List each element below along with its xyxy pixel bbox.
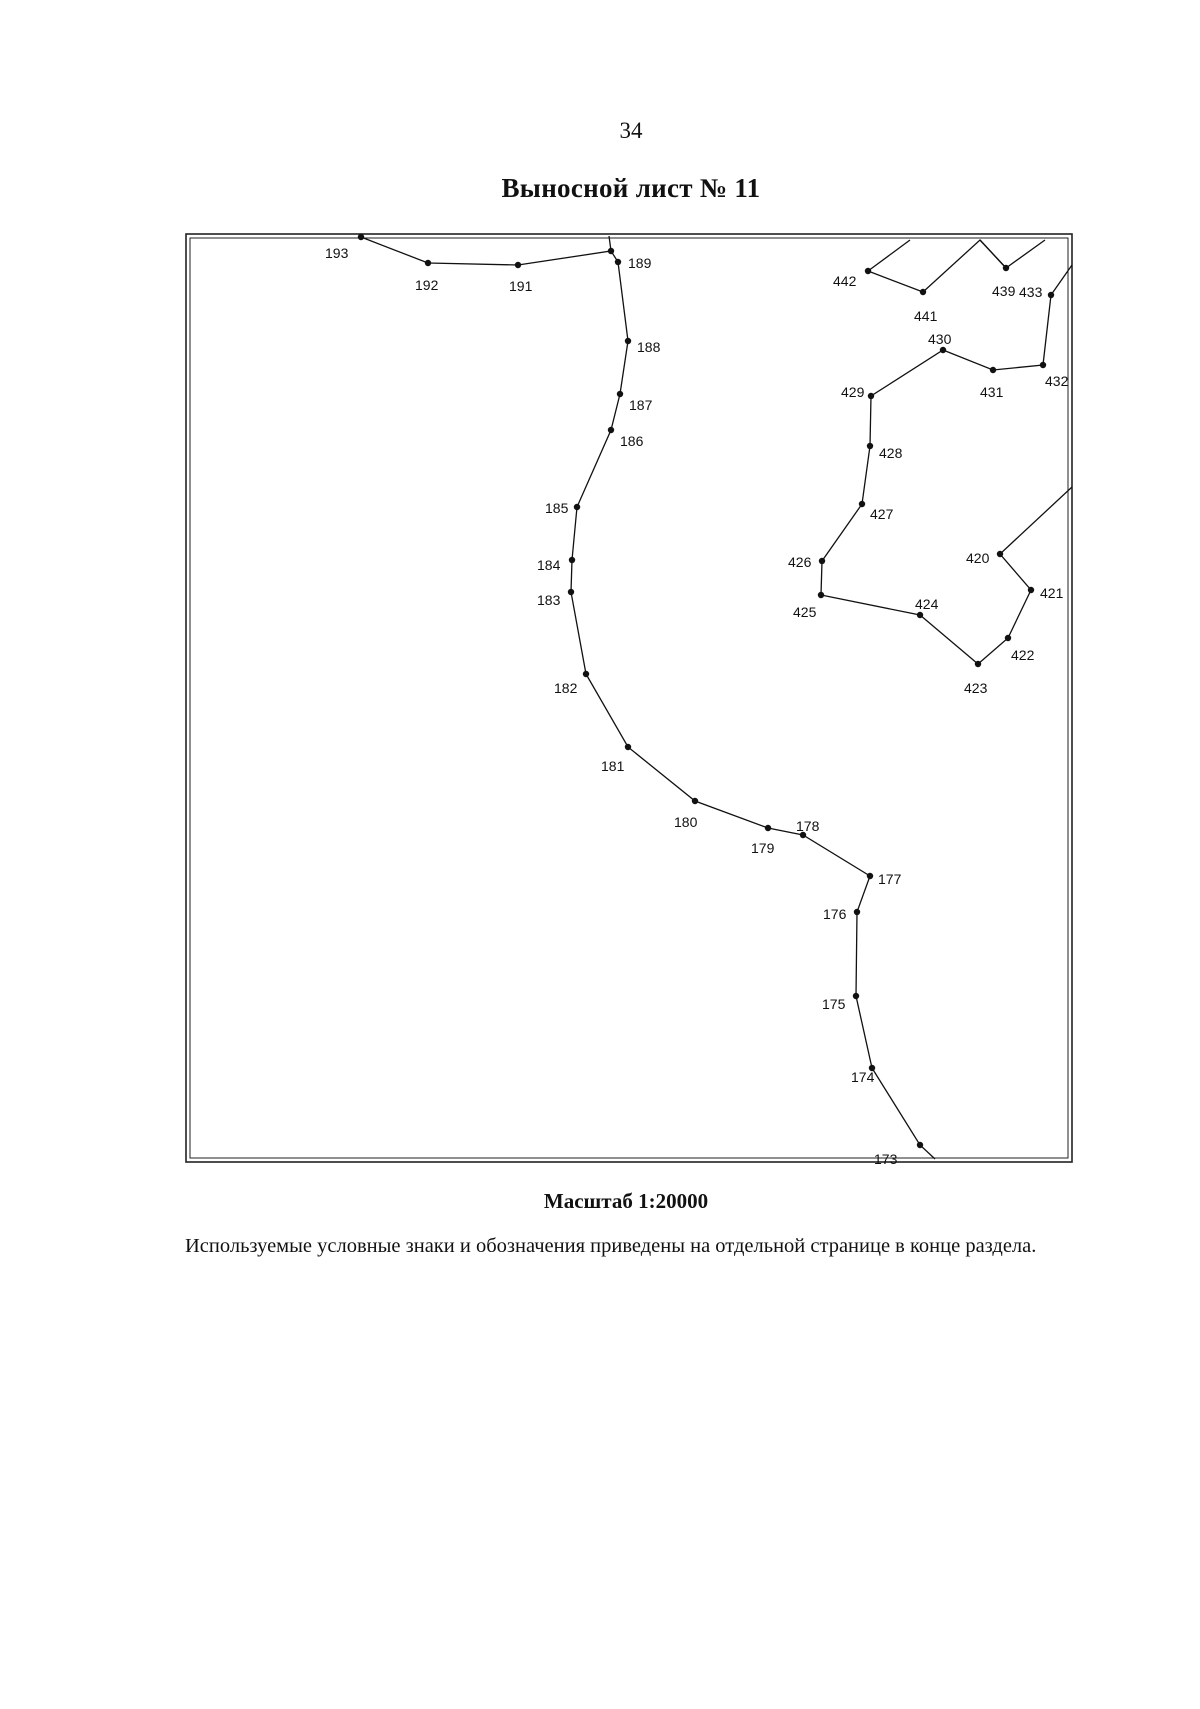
- point-marker-421: [1027, 586, 1035, 594]
- point-marker-431: [989, 366, 997, 374]
- point-label-173: 173: [874, 1151, 898, 1167]
- point-label-186: 186: [620, 433, 644, 449]
- point-marker-430: [939, 346, 947, 354]
- point-marker-193: [357, 233, 365, 241]
- boundary-line-5: [979, 239, 1007, 269]
- point-label-181: 181: [601, 758, 625, 774]
- point-label-189: 189: [628, 255, 652, 271]
- map-frame-inner: [189, 237, 1069, 1159]
- point-marker-428: [866, 442, 874, 450]
- point-label-439: 439: [992, 283, 1016, 299]
- point-marker-183: [567, 588, 575, 596]
- point-marker-173: [916, 1141, 924, 1149]
- point-marker-426: [818, 557, 826, 565]
- point-label-179: 179: [751, 840, 775, 856]
- point-marker-429: [867, 392, 875, 400]
- point-label-433: 433: [1019, 284, 1043, 300]
- boundary-points: [357, 233, 1055, 1149]
- point-label-421: 421: [1040, 585, 1064, 601]
- boundary-line-2: [820, 264, 1073, 665]
- point-marker-175: [852, 992, 860, 1000]
- point-label-427: 427: [870, 506, 894, 522]
- point-marker-176: [853, 908, 861, 916]
- point-marker-181: [624, 743, 632, 751]
- point-label-185: 185: [545, 500, 569, 516]
- point-label-432: 432: [1045, 373, 1069, 389]
- point-label-182: 182: [554, 680, 578, 696]
- boundary-lines: [360, 235, 1073, 1160]
- point-label-175: 175: [822, 996, 846, 1012]
- point-label-428: 428: [879, 445, 903, 461]
- point-label-429: 429: [841, 384, 865, 400]
- point-marker-180: [691, 797, 699, 805]
- point-label-430: 430: [928, 331, 952, 347]
- point-marker-439: [1002, 264, 1010, 272]
- point-label-183: 183: [537, 592, 561, 608]
- point-marker-186: [607, 426, 615, 434]
- page-number: 34: [619, 118, 643, 143]
- point-marker-177: [866, 872, 874, 880]
- point-marker-189: [614, 258, 622, 266]
- point-label-193: 193: [325, 245, 349, 261]
- point-label-184: 184: [537, 557, 561, 573]
- point-label-426: 426: [788, 554, 812, 570]
- point-marker-188: [624, 337, 632, 345]
- point-label-176: 176: [823, 906, 847, 922]
- point-label-442: 442: [833, 273, 857, 289]
- point-label-177: 177: [878, 871, 902, 887]
- point-label-431: 431: [980, 384, 1004, 400]
- point-label-192: 192: [415, 277, 439, 293]
- boundary-line-1: [360, 236, 936, 1160]
- point-marker-184: [568, 556, 576, 564]
- point-marker-433: [1047, 291, 1055, 299]
- point-marker-442: [864, 267, 872, 275]
- point-marker-423: [974, 660, 982, 668]
- point-marker-179: [764, 824, 772, 832]
- map-frame-outer: [185, 233, 1073, 1163]
- point-label-425: 425: [793, 604, 817, 620]
- point-labels: 173 174 175 176 177 178 179 180 181 182 183 184 185 1…: [325, 245, 1069, 1167]
- point-label-178: 178: [796, 818, 820, 834]
- point-marker-441: [919, 288, 927, 296]
- point-label-424: 424: [915, 596, 939, 612]
- point-label-188: 188: [637, 339, 661, 355]
- point-marker-178: [799, 831, 807, 839]
- point-label-422: 422: [1011, 647, 1035, 663]
- scale-caption: Масштаб 1:20000: [543, 1189, 709, 1213]
- point-label-174: 174: [851, 1069, 875, 1085]
- point-marker-189b: [607, 247, 615, 255]
- point-marker-432: [1039, 361, 1047, 369]
- point-label-420: 420: [966, 550, 990, 566]
- point-marker-191: [514, 261, 522, 269]
- point-marker-174: [868, 1064, 876, 1072]
- point-label-423: 423: [964, 680, 988, 696]
- point-marker-182: [582, 670, 590, 678]
- point-marker-420: [996, 550, 1004, 558]
- point-label-191: 191: [509, 278, 533, 294]
- point-label-187: 187: [629, 397, 653, 413]
- point-marker-187: [616, 390, 624, 398]
- point-marker-192: [424, 259, 432, 267]
- point-marker-424: [916, 611, 924, 619]
- legend-note: Используемые условные знаки и обозначени…: [185, 1235, 1037, 1257]
- point-label-441: 441: [914, 308, 938, 324]
- sheet-title: Выносной лист № 11: [501, 173, 761, 203]
- point-label-180: 180: [674, 814, 698, 830]
- point-marker-422: [1004, 634, 1012, 642]
- point-marker-185: [573, 503, 581, 511]
- boundary-line-4: [867, 239, 911, 272]
- point-marker-425: [817, 591, 825, 599]
- point-marker-427: [858, 500, 866, 508]
